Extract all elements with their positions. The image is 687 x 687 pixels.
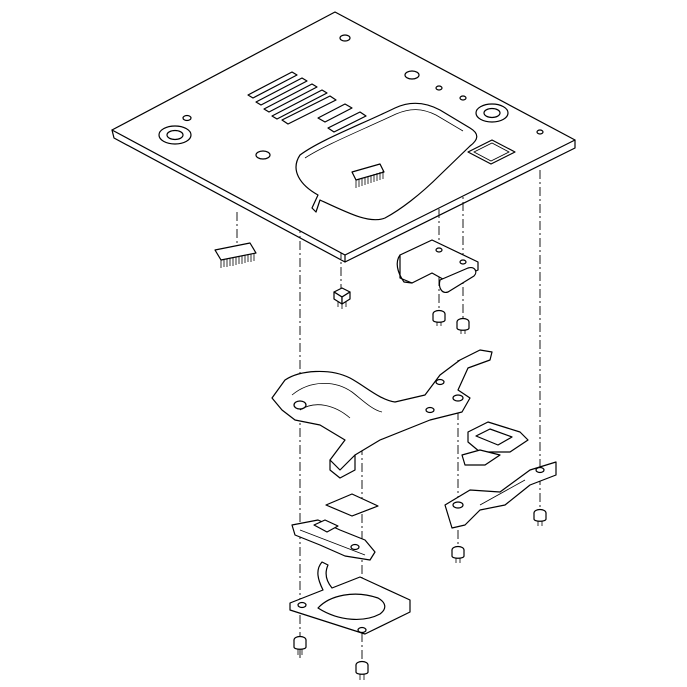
small-pin bbox=[333, 287, 351, 309]
screw-icon bbox=[456, 317, 470, 334]
screw-icon bbox=[355, 660, 369, 680]
needle-plate bbox=[111, 11, 576, 263]
slide-plate bbox=[291, 519, 376, 561]
latch-spring-assembly bbox=[444, 421, 557, 529]
cleaning-brush-left bbox=[214, 242, 257, 268]
screw-icon bbox=[432, 309, 446, 326]
upper-screws bbox=[432, 309, 470, 334]
screw-icon bbox=[533, 508, 547, 526]
bobbin-holder-frame bbox=[271, 349, 493, 479]
feed-dog-slots bbox=[247, 71, 367, 133]
bobbin-guide bbox=[396, 239, 479, 293]
screw-icon bbox=[293, 635, 307, 655]
lower-screws bbox=[293, 508, 547, 680]
screw-icon bbox=[451, 545, 465, 563]
base-plate bbox=[289, 561, 411, 635]
leaf-spring bbox=[325, 493, 379, 517]
cleaning-brush-center bbox=[351, 163, 385, 188]
